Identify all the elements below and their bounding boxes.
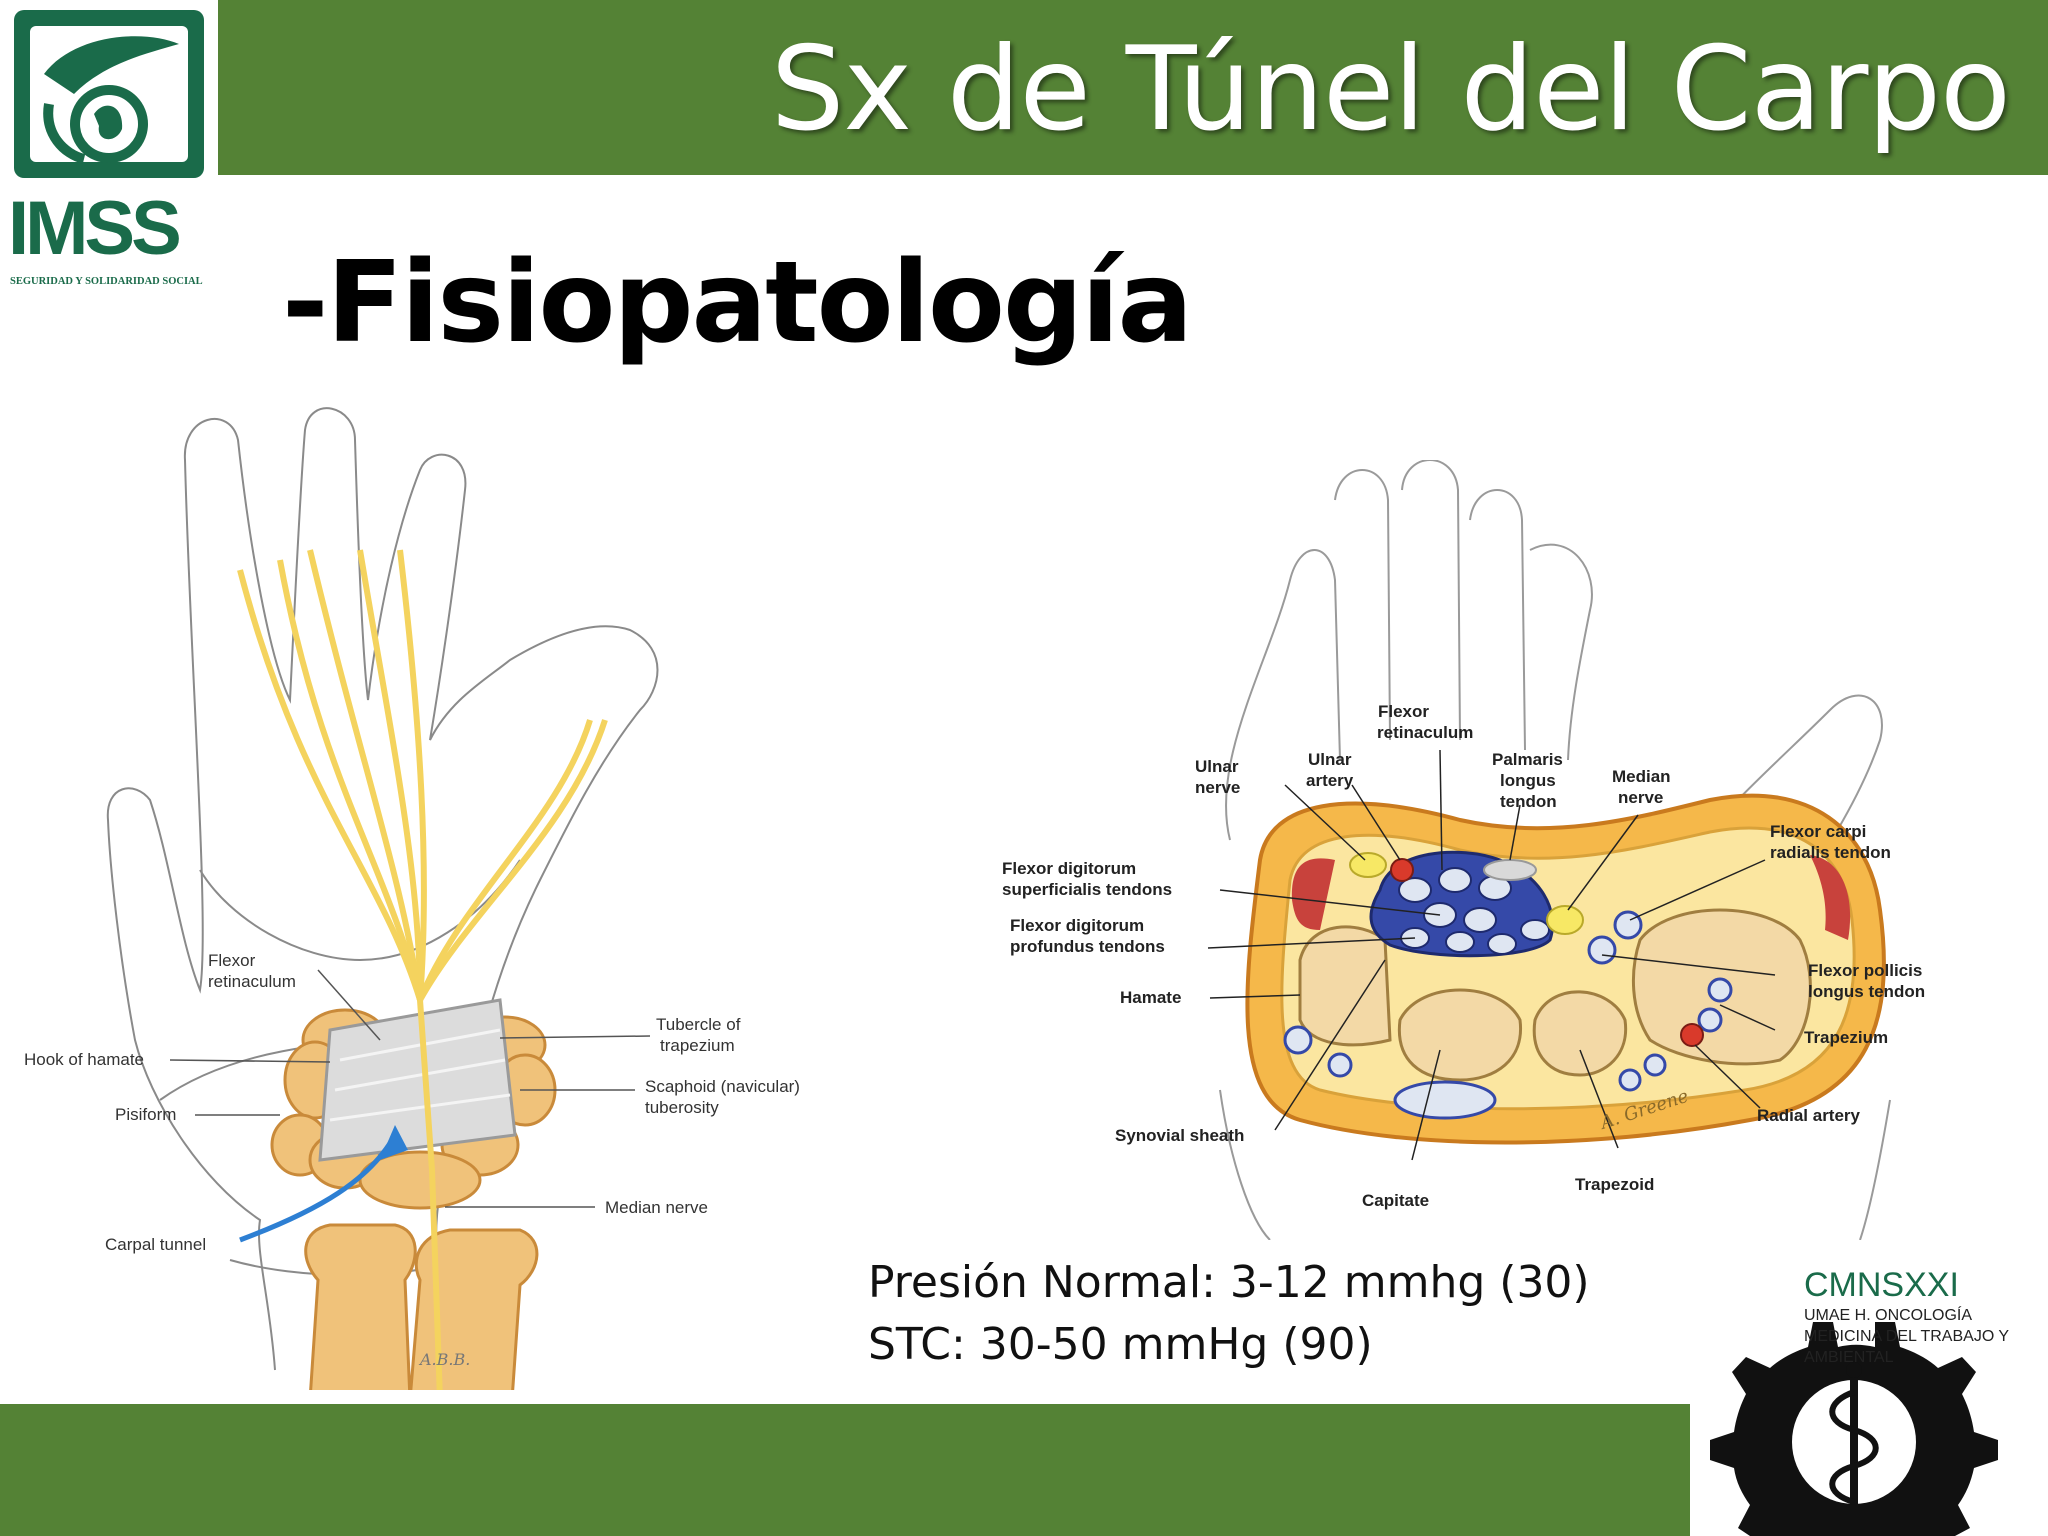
carpal-tunnel-cross-section-illustration: Flexor retinaculum Ulnar nerve Ulnar art…: [1002, 460, 1925, 1240]
cmn-logo-line3: AMBIENTAL: [1804, 1349, 1894, 1366]
label-palmaris-1: Palmaris: [1492, 750, 1563, 769]
label-synovial-sheath: Synovial sheath: [1115, 1126, 1244, 1145]
label-fpl-2: longus tendon: [1808, 982, 1925, 1001]
imss-emblem-icon: [14, 10, 204, 178]
label-fcr-2: radialis tendon: [1770, 843, 1891, 862]
label-radial-artery: Radial artery: [1757, 1106, 1861, 1125]
label-capitate: Capitate: [1362, 1191, 1429, 1210]
pressure-normal: Presión Normal: 3-12 mmhg (30): [868, 1257, 1590, 1308]
label-trapezoid: Trapezoid: [1575, 1175, 1654, 1194]
label-scaphoid-2: tuberosity: [645, 1098, 719, 1117]
cmn-logo-line2: MEDICINA DEL TRABAJO Y: [1804, 1328, 2009, 1345]
label-ulnar-nerve-2: nerve: [1195, 778, 1240, 797]
label-tubercle-of-trapezium-1: Tubercle of: [656, 1015, 741, 1034]
illustrator-signature-left: A.B.B.: [418, 1350, 470, 1369]
label-pisiform: Pisiform: [115, 1105, 176, 1124]
label-fds-1: Flexor digitorum: [1002, 859, 1136, 878]
label-median-nerve-1: Median: [1612, 767, 1671, 786]
label-fdp-1: Flexor digitorum: [1010, 916, 1144, 935]
label-flexor-retinaculum-r1: Flexor: [1378, 702, 1429, 721]
slide-title: Sx de Túnel del Carpo: [770, 22, 2011, 157]
imss-logo: IMSS SEGURIDAD Y SOLIDARIDAD SOCIAL: [8, 10, 204, 287]
label-fds-2: superficialis tendons: [1002, 880, 1172, 899]
gear-caduceus-icon: [1710, 1322, 1998, 1536]
carpal-tunnel-hand-illustration: Flexor retinaculum Hook of hamate Pisifo…: [24, 407, 800, 1390]
label-tubercle-of-trapezium-2: trapezium: [660, 1036, 735, 1055]
label-fdp-2: profundus tendons: [1010, 937, 1165, 956]
label-fpl-1: Flexor pollicis: [1808, 961, 1922, 980]
imss-logo-text: IMSS: [8, 186, 179, 271]
label-median-nerve: Median nerve: [605, 1198, 708, 1217]
cmnsxxi-logo: CMNSXXI UMAE H. ONCOLOGÍA MEDICINA DEL T…: [1710, 1266, 2009, 1536]
label-flexor-retinaculum-r2: retinaculum: [1377, 723, 1473, 742]
label-flexor-retinaculum-1: Flexor: [208, 951, 256, 970]
bottom-bar: [0, 1404, 1690, 1536]
pressure-stc: STC: 30-50 mmHg (90): [868, 1319, 1373, 1370]
slide-subtitle: -Fisiopatología: [282, 238, 1193, 368]
label-ulnar-artery-2: artery: [1306, 771, 1354, 790]
label-flexor-retinaculum-2: retinaculum: [208, 972, 296, 991]
label-palmaris-3: tendon: [1500, 792, 1557, 811]
cmn-logo-line1: UMAE H. ONCOLOGÍA: [1804, 1305, 1972, 1324]
label-fcr-1: Flexor carpi: [1770, 822, 1866, 841]
label-hook-of-hamate: Hook of hamate: [24, 1050, 144, 1069]
label-trapezium: Trapezium: [1804, 1028, 1888, 1047]
label-median-nerve-2: nerve: [1618, 788, 1663, 807]
title-bar: [218, 0, 2048, 175]
imss-logo-tagline: SEGURIDAD Y SOLIDARIDAD SOCIAL: [10, 276, 203, 287]
label-ulnar-artery-1: Ulnar: [1308, 750, 1352, 769]
label-palmaris-2: longus: [1500, 771, 1556, 790]
label-ulnar-nerve-1: Ulnar: [1195, 757, 1239, 776]
cmn-logo-title: CMNSXXI: [1804, 1266, 1959, 1304]
label-carpal-tunnel: Carpal tunnel: [105, 1235, 206, 1254]
pressure-values: Presión Normal: 3-12 mmhg (30) STC: 30-5…: [868, 1252, 1590, 1376]
label-scaphoid-1: Scaphoid (navicular): [645, 1077, 800, 1096]
label-hamate: Hamate: [1120, 988, 1181, 1007]
